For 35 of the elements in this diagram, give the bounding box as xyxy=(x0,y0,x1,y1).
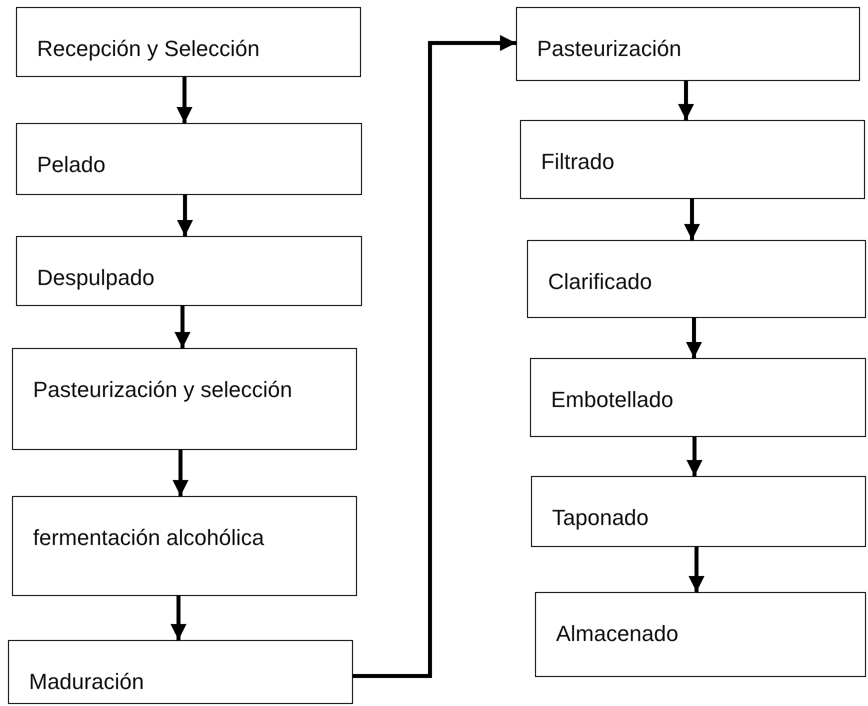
arrow xyxy=(172,450,188,496)
arrow xyxy=(684,199,700,240)
step-label: Maduración xyxy=(29,668,145,696)
process-box xyxy=(530,358,866,437)
step-label: Taponado xyxy=(552,504,650,532)
process-box xyxy=(531,476,866,547)
arrow xyxy=(686,437,702,476)
step-label: fermentación alcohólica xyxy=(33,524,266,552)
arrow xyxy=(678,81,694,120)
step-label: Pelado xyxy=(37,151,107,179)
arrow xyxy=(688,547,704,592)
step-label: Embotellado xyxy=(551,386,674,414)
process-box xyxy=(16,7,361,77)
arrow xyxy=(174,306,190,348)
step-label: Clarificado xyxy=(548,268,653,296)
step-label: Despulpado xyxy=(37,264,156,292)
arrow xyxy=(353,35,516,678)
arrow xyxy=(176,77,192,123)
process-box xyxy=(12,348,357,450)
process-box xyxy=(16,236,362,306)
process-box xyxy=(535,592,866,677)
process-box xyxy=(520,120,865,199)
process-box xyxy=(12,496,357,596)
process-box xyxy=(516,7,860,81)
arrow xyxy=(177,195,193,236)
process-box xyxy=(527,240,866,318)
process-box xyxy=(8,640,353,704)
step-label: Pasteurización xyxy=(537,35,682,63)
step-label: Recepción y Selección xyxy=(37,35,261,63)
step-label: Almacenado xyxy=(556,620,680,648)
step-label: Pasteurización y selección xyxy=(33,376,294,404)
step-label: Filtrado xyxy=(541,148,616,176)
process-box xyxy=(16,123,362,195)
arrow xyxy=(686,318,702,358)
arrow xyxy=(170,596,186,640)
